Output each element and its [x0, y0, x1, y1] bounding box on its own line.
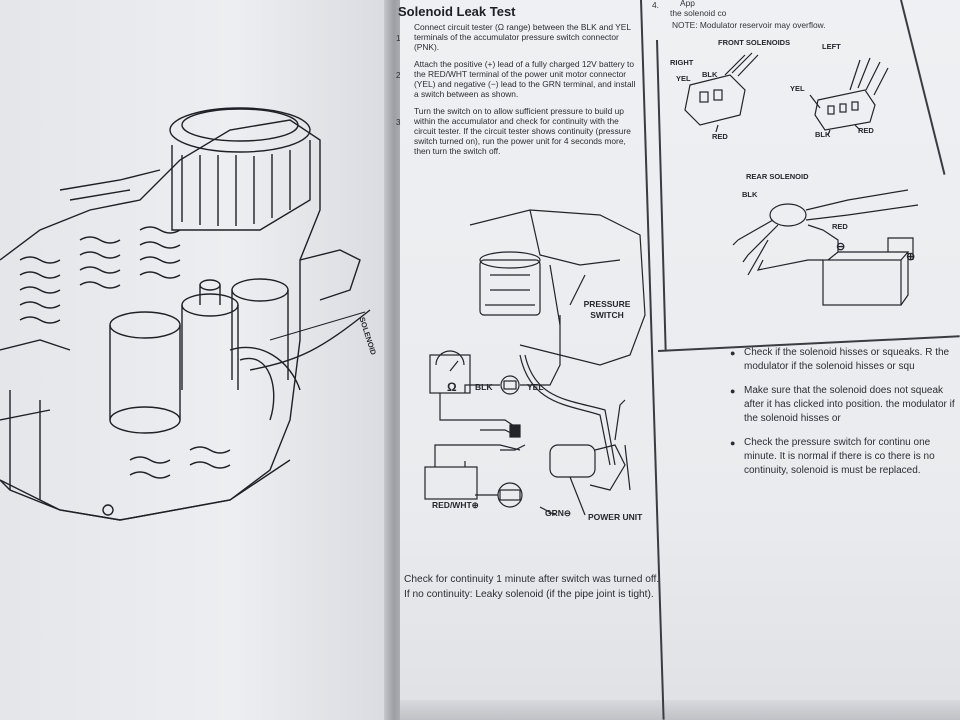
bullet-text: Check the pressure switch for continu on… — [744, 437, 935, 476]
step-text: Turn the switch on to allow sufficient p… — [414, 106, 631, 156]
minus-terminal: ⊖ — [836, 241, 846, 253]
step-2: 2 Attach the positive (+) lead of a full… — [396, 59, 636, 99]
step-4-number: 4. — [652, 0, 659, 10]
rear-solenoid-title: REAR SOLENOID — [746, 172, 809, 181]
yel-right-label: YEL — [676, 74, 691, 83]
red-right-label: RED — [712, 132, 728, 141]
step-3: 3 Turn the switch on to allow sufficient… — [396, 106, 636, 156]
rear-blk-label: BLK — [742, 190, 758, 199]
power-unit-label: POWER UNIT — [588, 512, 643, 522]
step-number: 2 — [396, 71, 401, 80]
left-label: LEFT — [822, 42, 841, 51]
bullet-item: ● Check if the solenoid hisses or squeak… — [728, 346, 960, 374]
bullet-item: ● Make sure that the solenoid does not s… — [728, 384, 960, 426]
left-page: SOLENOID — [0, 0, 392, 720]
step-text: Connect circuit tester (Ω range) between… — [414, 22, 631, 52]
result-text: If no continuity: Leaky solenoid (if the… — [404, 589, 654, 600]
step-4-line2: the solenoid co — [670, 8, 727, 18]
check-text: Check for continuity 1 minute after swit… — [404, 574, 660, 585]
pressure-switch-label: PRESSURE SWITCH — [583, 299, 631, 320]
step-number: 3 — [396, 118, 401, 127]
front-solenoids-title: FRONT SOLENOIDS — [718, 38, 791, 47]
yel-label: YEL — [527, 382, 544, 392]
rear-red-label: RED — [832, 222, 848, 231]
blk-label: BLK — [475, 382, 493, 392]
bullet-text: Make sure that the solenoid does not squ… — [744, 385, 955, 424]
yel-left-label: YEL — [790, 84, 805, 93]
plus-terminal: ⊕ — [906, 251, 916, 263]
modulator-note: NOTE: Modulator reservoir may overflow. — [672, 20, 826, 30]
blk-right-label: BLK — [702, 70, 718, 79]
blk-left-label: BLK — [815, 130, 831, 139]
check-bullets: ● Check if the solenoid hisses or squeak… — [728, 346, 960, 488]
right-label: RIGHT — [670, 58, 694, 67]
rear-solenoid-diagram — [732, 189, 919, 306]
procedure-steps: 1 Connect circuit tester (Ω range) betwe… — [396, 22, 636, 163]
bullet-dot: ● — [730, 438, 736, 448]
page-edge — [400, 700, 960, 720]
modulator-illustration — [0, 107, 371, 521]
ohm-symbol: Ω — [447, 380, 457, 394]
red-left-label: RED — [858, 126, 874, 135]
result-notes: Check for continuity 1 minute after swit… — [404, 572, 689, 602]
red-wht-label: RED/WHT⊕ — [432, 500, 479, 510]
bullet-dot: ● — [730, 348, 736, 358]
section-title: Solenoid Leak Test — [398, 4, 516, 19]
leak-test-wiring-diagram — [424, 209, 646, 516]
step-text: Attach the positive (+) lead of a fully … — [414, 59, 636, 99]
bullet-dot: ● — [730, 386, 736, 396]
front-solenoid-connectors — [684, 52, 889, 136]
step-number: 1 — [396, 34, 401, 43]
bullet-item: ● Check the pressure switch for continu … — [728, 436, 960, 478]
right-page — [400, 0, 960, 720]
step-1: 1 Connect circuit tester (Ω range) betwe… — [396, 22, 636, 52]
step-4-fragment: App — [680, 0, 695, 8]
grn-label: GRN⊖ — [545, 508, 572, 518]
bullet-text: Check if the solenoid hisses or squeaks.… — [744, 347, 950, 372]
